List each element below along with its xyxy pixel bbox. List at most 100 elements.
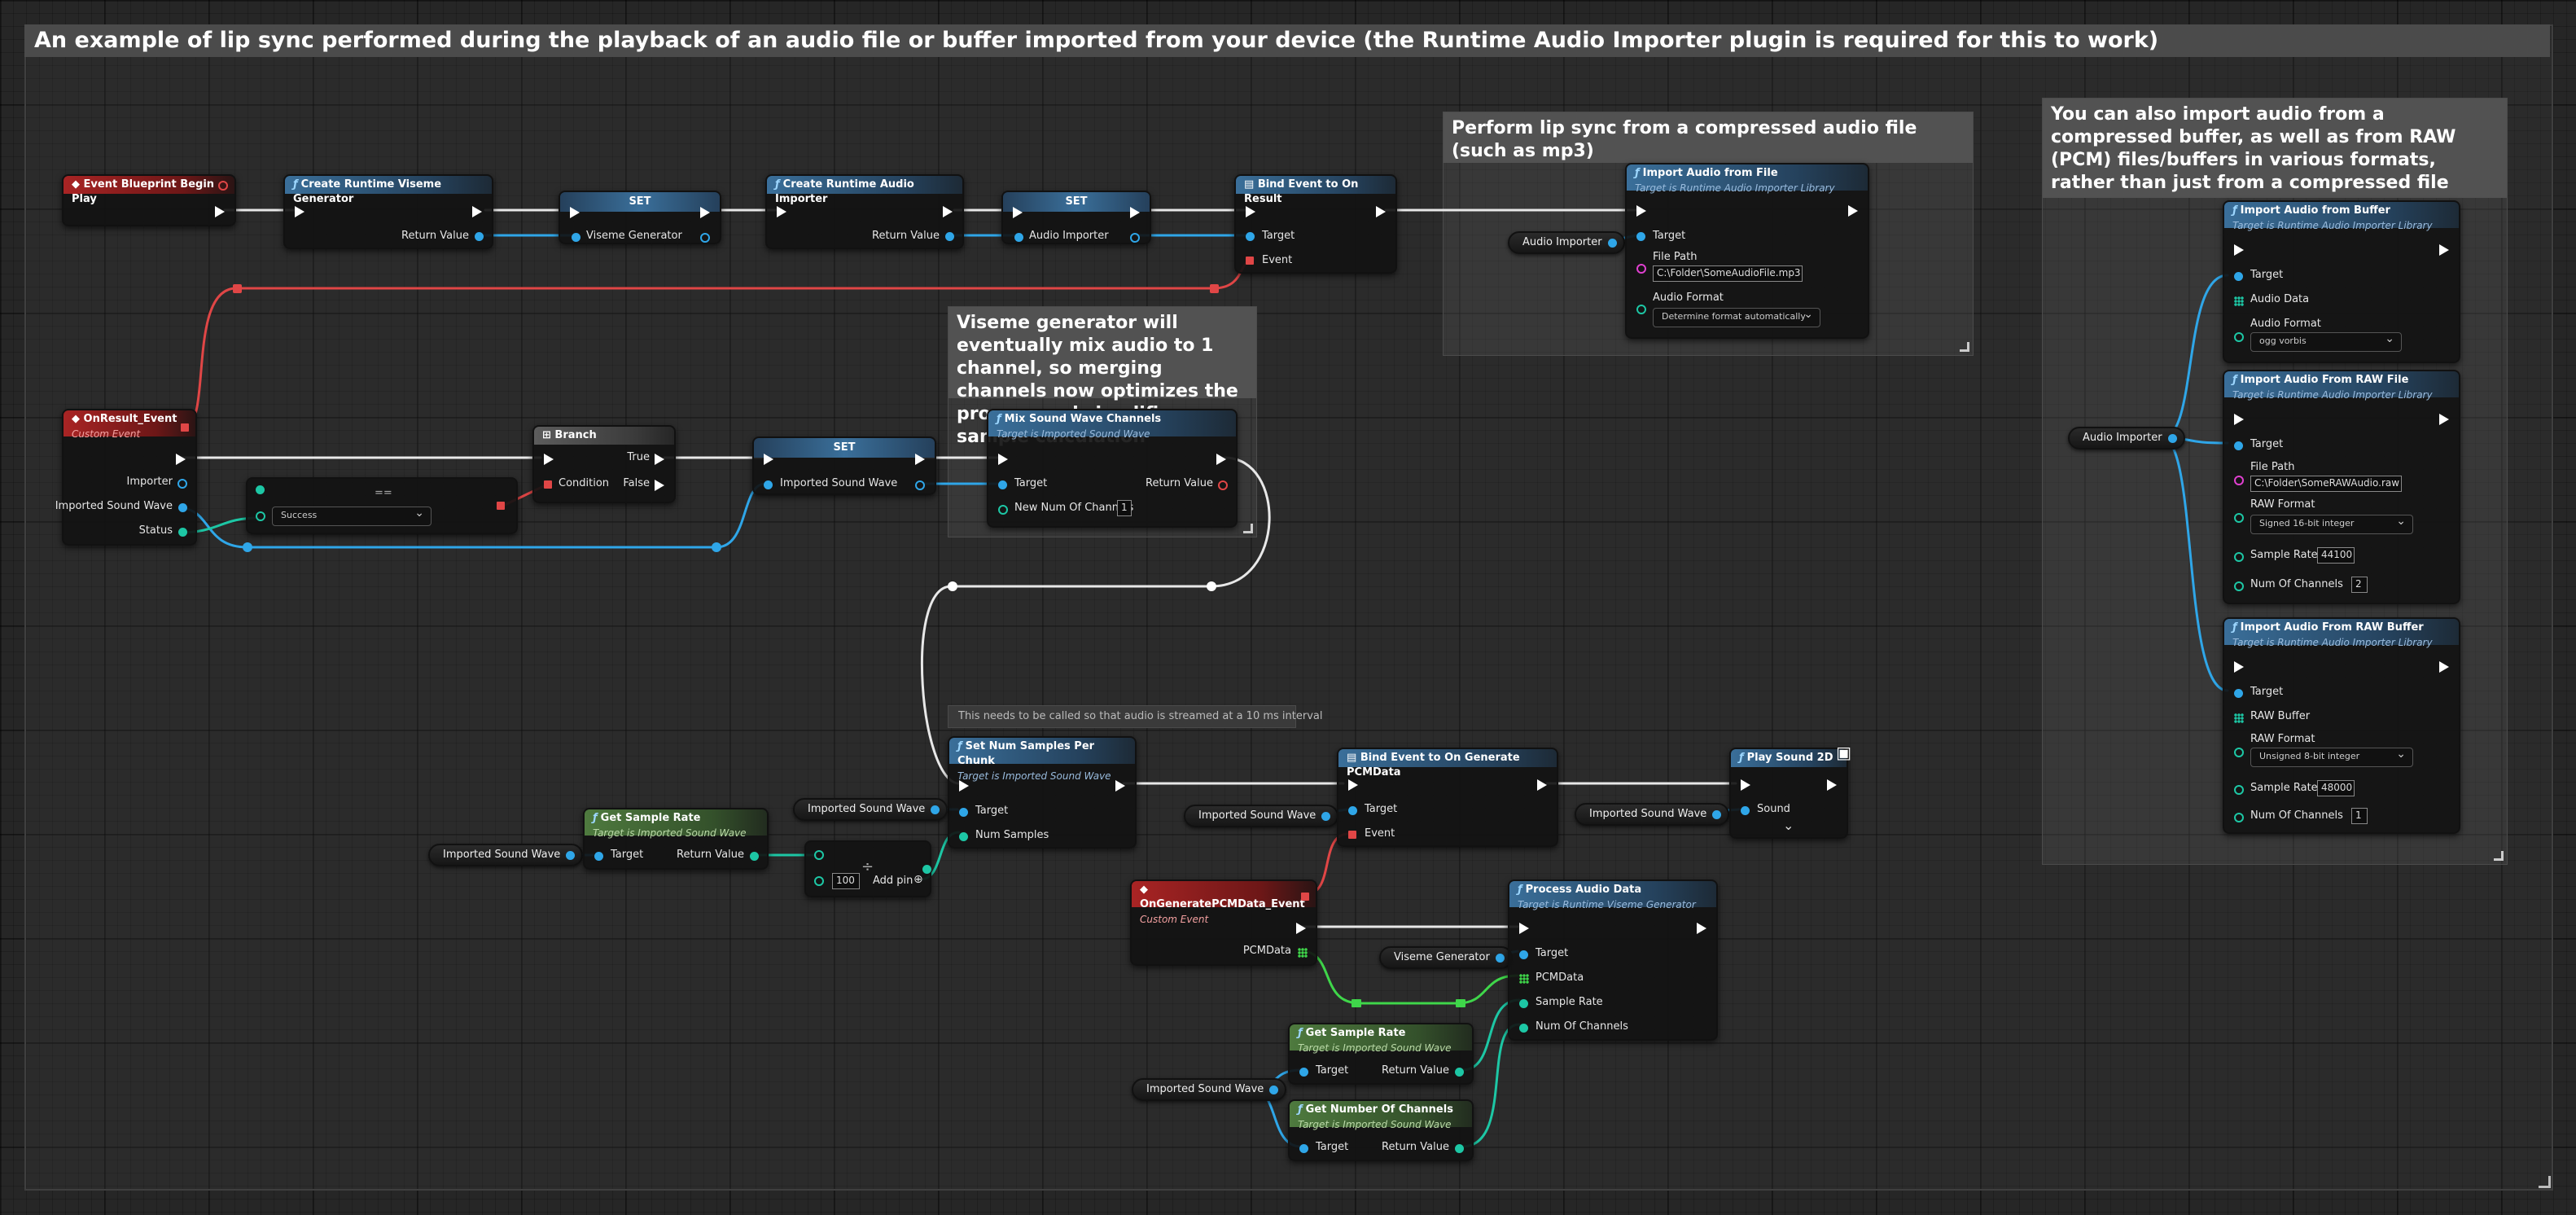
b-pin[interactable] — [256, 511, 265, 521]
variable-out-pin[interactable] — [1712, 810, 1721, 819]
pcm-data-pin[interactable] — [1519, 974, 1529, 984]
event-pin[interactable] — [1246, 257, 1254, 265]
set-sound-node[interactable]: SET Imported Sound Wave — [752, 436, 936, 495]
exec-out-pin[interactable] — [1115, 780, 1127, 792]
branch-node[interactable]: ⊞ Branch True Condition False — [532, 425, 676, 503]
pcm-data-pin[interactable] — [1298, 948, 1308, 958]
result-pin[interactable] — [497, 502, 505, 510]
reroute-node[interactable] — [712, 542, 721, 552]
file-path-input[interactable]: C:\Folder\SomeAudioFile.mp3 — [1653, 265, 1803, 282]
reroute-node[interactable] — [1456, 999, 1465, 1007]
raw-buffer-pin[interactable] — [2234, 713, 2244, 723]
channels-pin[interactable] — [2234, 813, 2244, 822]
on-pcm-event-node[interactable]: ◆ OnGeneratePCMData_EventCustom Event PC… — [1130, 879, 1317, 966]
channels-pin[interactable] — [998, 505, 1008, 515]
exec-in-pin[interactable] — [2234, 414, 2245, 425]
result-pin[interactable] — [922, 865, 931, 874]
status-select[interactable]: Success — [272, 507, 432, 526]
exec-in-pin[interactable] — [1519, 923, 1531, 934]
audio-format-select[interactable]: ogg vorbis — [2250, 332, 2402, 352]
sample-rate-pin[interactable] — [2234, 552, 2244, 562]
false-exec-pin[interactable] — [655, 480, 666, 491]
exec-out-pin[interactable] — [915, 454, 927, 465]
target-pin[interactable] — [959, 808, 968, 817]
return-value-pin[interactable] — [1455, 1068, 1464, 1077]
variable-out-pin[interactable] — [2168, 434, 2177, 443]
imported-sound-wave-variable[interactable]: Imported Sound Wave — [1575, 803, 1729, 826]
sound-pin[interactable] — [1741, 806, 1750, 815]
bind-pcm-node[interactable]: ▤ Bind Event to On Generate PCMData Targ… — [1337, 748, 1558, 847]
exec-out-pin[interactable] — [1376, 206, 1387, 217]
exec-in-pin[interactable] — [959, 780, 970, 792]
import-raw-file-node[interactable]: ƒImport Audio From RAW FileTarget is Run… — [2223, 370, 2460, 604]
divisor-input[interactable]: 100 — [832, 873, 860, 889]
status-pin[interactable] — [178, 528, 187, 537]
get-channels-node[interactable]: ƒGet Number Of ChannelsTarget is Importe… — [1288, 1099, 1474, 1161]
exec-in-pin[interactable] — [764, 454, 775, 465]
exec-in-pin[interactable] — [544, 454, 555, 465]
audio-data-pin[interactable] — [2234, 296, 2244, 306]
target-pin[interactable] — [998, 480, 1007, 489]
get-sample-rate-node[interactable]: ƒGet Sample RateTarget is Imported Sound… — [583, 808, 769, 870]
condition-pin[interactable] — [544, 480, 552, 489]
exec-in-pin[interactable] — [777, 206, 788, 217]
exec-out-pin[interactable] — [2439, 414, 2451, 425]
target-pin[interactable] — [1519, 950, 1528, 959]
exec-out-pin[interactable] — [176, 454, 187, 465]
target-pin[interactable] — [1299, 1144, 1308, 1153]
exec-out-pin[interactable] — [2439, 661, 2451, 673]
channels-input[interactable]: 1 — [2351, 808, 2368, 824]
exec-in-pin[interactable] — [998, 454, 1010, 465]
return-value-pin[interactable] — [475, 232, 484, 241]
exec-out-pin[interactable] — [1827, 779, 1838, 791]
audio-format-pin[interactable] — [1636, 305, 1646, 314]
create-importer-node[interactable]: ƒCreate Runtime Audio Importer Return Va… — [765, 174, 964, 249]
chevron-down-icon[interactable]: ⌄ — [1783, 818, 1794, 833]
variable-out-pin[interactable] — [1269, 1086, 1278, 1094]
divide-node[interactable]: ÷ 100 Add pin ⊕ — [804, 840, 931, 897]
imported-sound-wave-variable[interactable]: Imported Sound Wave — [793, 798, 948, 821]
importer-in-pin[interactable] — [1014, 233, 1023, 242]
sample-rate-pin[interactable] — [1519, 999, 1528, 1008]
reroute-node[interactable] — [1352, 999, 1361, 1007]
target-pin[interactable] — [2234, 272, 2243, 281]
reroute-node[interactable] — [1210, 284, 1219, 293]
exec-in-pin[interactable] — [1013, 207, 1024, 218]
add-pin-label[interactable]: Add pin — [873, 875, 913, 887]
sound-in-pin[interactable] — [764, 480, 773, 489]
samples-per-chunk-node[interactable]: ƒSet Num Samples Per ChunkTarget is Impo… — [948, 736, 1137, 849]
exec-out-pin[interactable] — [1296, 923, 1308, 934]
a-pin[interactable] — [814, 850, 824, 860]
exec-out-pin[interactable] — [2439, 244, 2451, 256]
target-pin[interactable] — [2234, 441, 2243, 450]
sound-wave-pin[interactable] — [178, 503, 187, 512]
exec-out-pin[interactable] — [1130, 207, 1141, 218]
get-sample-rate-node[interactable]: ƒGet Sample RateTarget is Imported Sound… — [1288, 1023, 1474, 1085]
audio-format-pin[interactable] — [2234, 332, 2244, 342]
exec-in-pin[interactable] — [1348, 779, 1360, 791]
exec-out-pin[interactable] — [1216, 454, 1228, 465]
exec-in-pin[interactable] — [1741, 779, 1752, 791]
mix-channels-node[interactable]: ƒMix Sound Wave ChannelsTarget is Import… — [987, 409, 1238, 528]
channels-input[interactable]: 2 — [2351, 577, 2368, 593]
variable-out-pin[interactable] — [1496, 954, 1505, 963]
viseme-out-pin[interactable] — [700, 233, 710, 243]
bind-result-node[interactable]: ▤ Bind Event to On Result Target Event — [1234, 174, 1397, 274]
raw-format-pin[interactable] — [2234, 748, 2244, 757]
sample-rate-input[interactable]: 44100 — [2317, 547, 2355, 564]
true-exec-pin[interactable] — [655, 454, 666, 465]
on-result-event-node[interactable]: ◆ OnResult_EventCustom Event Importer Im… — [62, 409, 197, 546]
file-path-pin[interactable] — [2234, 476, 2244, 485]
importer-pin[interactable] — [177, 479, 187, 489]
equal-node[interactable]: == Success — [246, 477, 518, 534]
target-pin[interactable] — [2234, 689, 2243, 698]
imported-sound-wave-variable[interactable]: Imported Sound Wave — [428, 844, 583, 866]
target-pin[interactable] — [1636, 232, 1645, 241]
file-path-pin[interactable] — [1636, 264, 1646, 274]
reroute-node[interactable] — [243, 542, 252, 552]
reroute-node[interactable] — [948, 581, 957, 591]
exec-in-pin[interactable] — [570, 207, 581, 218]
audio-importer-variable[interactable]: Audio Importer — [2068, 427, 2185, 450]
target-pin[interactable] — [1246, 232, 1255, 241]
audio-format-select[interactable]: Determine format automatically — [1653, 308, 1820, 327]
